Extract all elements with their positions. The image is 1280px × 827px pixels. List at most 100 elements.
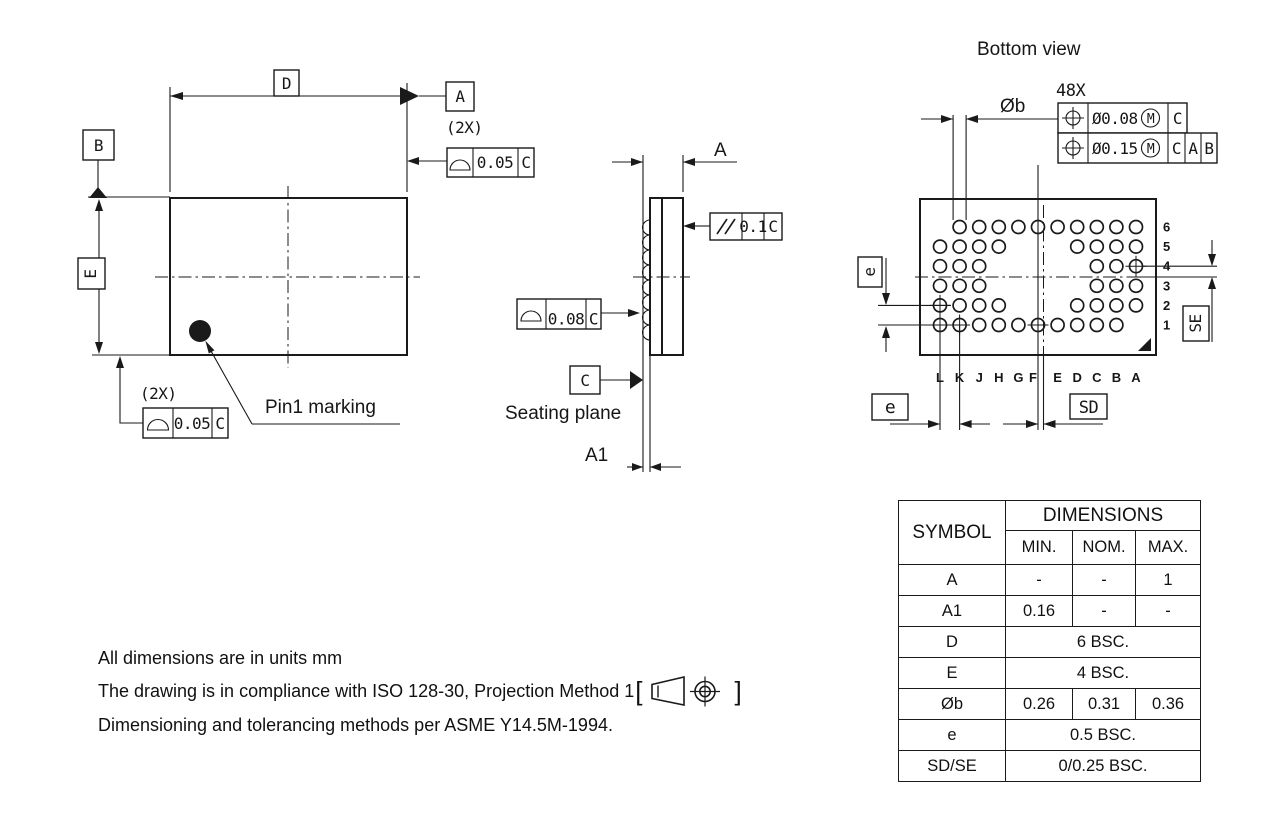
dim-label-box-e [77, 257, 106, 290]
ball-J1 [971, 317, 987, 333]
col-label-F: F [1029, 370, 1037, 385]
dim-label-d: D [282, 74, 291, 93]
fcf-datum: C [768, 217, 777, 236]
col-label-K: K [955, 370, 965, 385]
ball-B3 [1109, 278, 1124, 294]
ball-grid [929, 219, 1147, 336]
ball-K6 [952, 219, 967, 235]
fcf-parallelism: 0.1 C [683, 212, 783, 241]
ball-count-label: 48X [1056, 81, 1086, 101]
ball-A2 [1128, 298, 1144, 313]
fcf-value: Ø0.15 [1092, 139, 1138, 158]
datum-b-box [82, 129, 115, 161]
datum-a-box [445, 81, 475, 112]
ball-dia-label: Øb [1000, 96, 1025, 117]
row-label-5: 5 [1163, 239, 1170, 254]
d-dimension [169, 83, 446, 192]
table-cell-symbol: e [898, 719, 1006, 751]
ball-J5 [971, 239, 987, 254]
ball-C2 [1089, 298, 1105, 313]
arrowhead [170, 92, 183, 100]
ball-L3 [932, 278, 948, 294]
dim-label-e: E [81, 269, 100, 278]
fcf-value: 0.1 [739, 217, 766, 236]
col-label-B: B [1112, 370, 1121, 385]
col-label-L: L [936, 370, 944, 385]
table-row: A--1 [898, 564, 1201, 596]
fcf-value: 0.08 [548, 310, 585, 329]
table-cell-min: - [1005, 564, 1073, 596]
first-angle-projection-icon [650, 675, 720, 706]
table-cell-symbol: D [898, 626, 1006, 658]
ball-L5 [932, 239, 948, 254]
col-label-A: A [1131, 370, 1141, 385]
table-cell-min: 0.26 [1005, 688, 1073, 720]
pitch-left-dimension [878, 258, 951, 352]
datum-triangle-icon [89, 187, 107, 198]
sd-box [1069, 393, 1108, 420]
table-header-symbol: SYMBOL [898, 500, 1006, 565]
fcf-datum: C [521, 153, 530, 172]
pitch-bottom-sd-dimension [890, 325, 1103, 430]
col-label-E: E [1053, 370, 1062, 385]
ball-E6 [1050, 219, 1065, 235]
fcf-datum: C [1172, 139, 1181, 158]
pitch-bottom-label: e [885, 397, 895, 418]
bottom-view-title: Bottom view [977, 39, 1081, 60]
ball-A3 [1128, 278, 1144, 294]
datum-b [82, 129, 170, 198]
ball-K5 [952, 239, 967, 254]
fcf-datum: C [1173, 109, 1182, 128]
ball-B1 [1109, 317, 1124, 333]
solder-bumps [642, 219, 651, 341]
pin1-leader [205, 340, 400, 425]
table-cell-max: - [1135, 595, 1201, 627]
ball-J6 [971, 219, 987, 235]
row-label-2: 2 [1163, 298, 1170, 313]
top-view: D A B E 0.05 C (2X) [77, 69, 535, 439]
table-subheader: MAX. [1135, 530, 1201, 565]
ball-B6 [1109, 219, 1124, 235]
table-subheader: MIN. [1005, 530, 1073, 565]
table-cell-nom: 0.31 [1072, 688, 1136, 720]
ball-G1 [1011, 317, 1026, 333]
pitch-bottom-box [871, 393, 909, 421]
fcf-value: 0.05 [477, 153, 514, 172]
ball-C4 [1089, 258, 1105, 274]
ball-C1 [1089, 317, 1105, 333]
ball-A6 [1128, 219, 1144, 235]
note-line-1: All dimensions are in units mm [98, 648, 343, 668]
bracket-open: [ [635, 676, 643, 707]
ball-K2 [952, 298, 967, 313]
ball-G6 [1011, 219, 1026, 235]
ball-J4 [971, 258, 987, 274]
ball-K3 [952, 278, 967, 294]
position-icon [1062, 107, 1084, 129]
fcf-profile: 0.08 C [516, 298, 640, 330]
fcf-position-upper: Ø0.08 M C [1057, 102, 1188, 134]
col-label-G: G [1013, 370, 1023, 385]
table-subheader: NOM. [1072, 530, 1136, 565]
ball-L4 [932, 258, 948, 274]
profile-of-surface-icon [449, 159, 471, 171]
pitch-left-label: e [860, 267, 879, 276]
fcf-value: 0.05 [174, 414, 211, 433]
fcf-bottom-left: 0.05 C (2X) [116, 356, 229, 439]
pitch-left-box [857, 256, 883, 288]
table-cell-nom: - [1072, 564, 1136, 596]
table-cell-max: 1 [1135, 564, 1201, 596]
se-box [1182, 305, 1210, 342]
table-cell-nom: - [1072, 595, 1136, 627]
note-line-2-text: The drawing is in compliance with ISO 12… [98, 681, 635, 702]
table-cell-span: 0.5 BSC. [1005, 719, 1201, 751]
table-cell-symbol: SD/SE [898, 750, 1006, 782]
fcf-modifier: M [1147, 142, 1155, 157]
